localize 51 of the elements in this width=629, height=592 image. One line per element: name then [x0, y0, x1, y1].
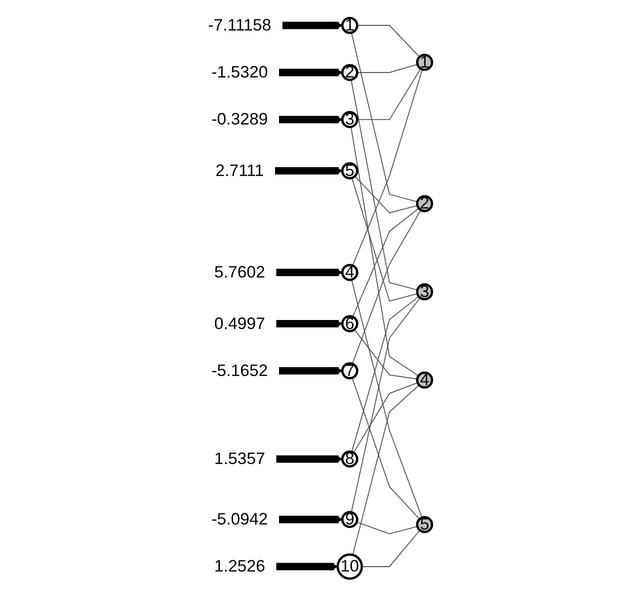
arrow	[276, 268, 343, 277]
node-text: 5.7602	[214, 262, 266, 282]
connector	[356, 24, 420, 58]
node-circle: 4	[416, 372, 434, 389]
arrow	[282, 21, 343, 30]
connector	[351, 32, 418, 202]
arrow	[274, 166, 343, 175]
node-text: 1.5357	[214, 449, 266, 468]
connector	[356, 64, 418, 73]
connector	[350, 79, 418, 290]
node-circle: 1	[416, 54, 434, 71]
node-text: -0.3289	[211, 110, 268, 128]
connector	[361, 530, 420, 568]
connector	[351, 177, 418, 302]
connector	[352, 210, 422, 364]
connector	[356, 68, 422, 120]
arrow	[276, 562, 338, 571]
connector	[350, 126, 419, 376]
node-circle: 6	[341, 315, 358, 332]
node-circle: 1	[341, 16, 358, 34]
connector	[352, 377, 420, 520]
connector	[354, 329, 418, 380]
node-text: 0.4997	[214, 314, 266, 332]
node-text: -1.5320	[211, 62, 268, 82]
node-text: -5.1652	[211, 361, 268, 380]
connector	[356, 522, 418, 534]
node-circle: 9	[341, 510, 358, 528]
node-circle: 3	[341, 111, 358, 128]
node-text: -5.0942	[211, 510, 268, 528]
arrow	[278, 116, 343, 124]
arrow	[278, 68, 343, 77]
node-text: 1.2526	[214, 556, 266, 576]
node-text: 2.7111	[215, 161, 264, 180]
connector	[353, 382, 418, 454]
node-circle: 2	[416, 195, 434, 212]
arrow	[278, 515, 343, 524]
connector	[352, 208, 420, 318]
node-circle: 2	[341, 64, 358, 82]
node-text: -7.11158	[208, 16, 272, 34]
node-circle: 8	[341, 450, 358, 468]
connector	[352, 68, 423, 266]
node-circle: 4	[341, 264, 358, 281]
connector	[352, 384, 420, 556]
arrow	[278, 366, 343, 375]
arrow	[276, 320, 343, 328]
arrow	[276, 454, 343, 464]
node-circle: 5	[341, 162, 358, 180]
node-circle: 10	[336, 553, 363, 580]
connector	[354, 176, 418, 214]
node-circle: 3	[416, 283, 434, 300]
connector	[351, 296, 420, 452]
